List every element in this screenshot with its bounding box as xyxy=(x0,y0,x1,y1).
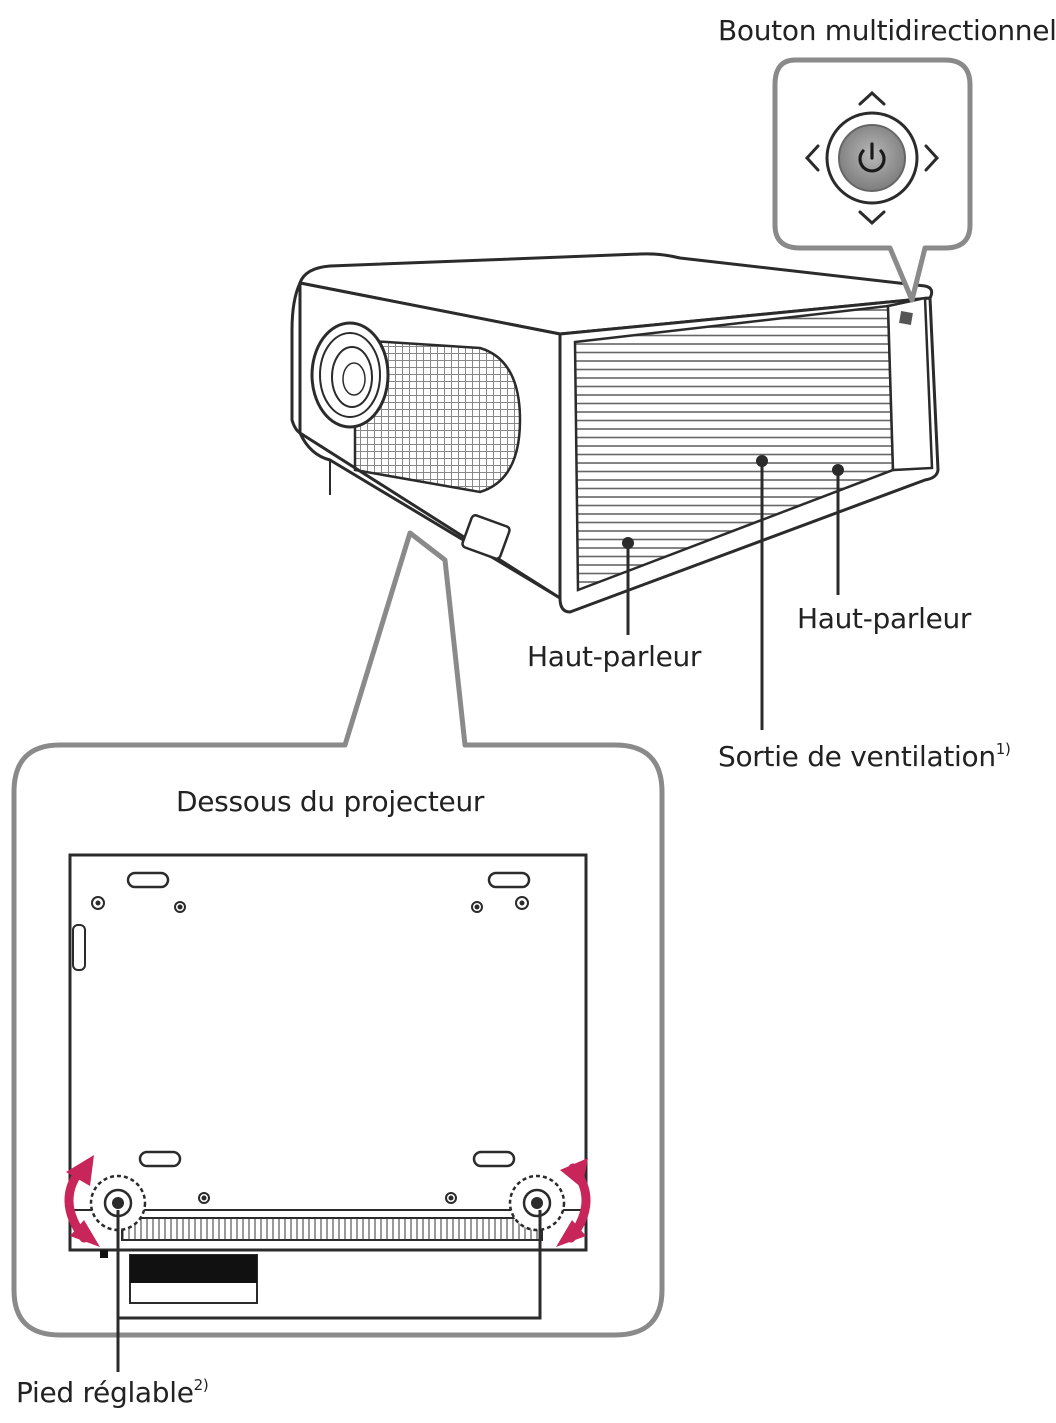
label-adjustable-foot-text: Pied réglable xyxy=(16,1376,194,1409)
adjustable-foot-right xyxy=(508,1174,566,1232)
leader-lines xyxy=(626,461,840,730)
chevron-right-icon xyxy=(924,144,940,172)
button-callout xyxy=(772,57,973,303)
label-multidirectional-button: Bouton multidirectionnel xyxy=(718,14,1056,47)
adjustable-foot-left xyxy=(89,1174,147,1232)
label-projector-bottom: Dessous du projecteur xyxy=(176,785,485,818)
label-adjustable-foot: Pied réglable2) xyxy=(16,1375,209,1409)
label-ventilation-note: 1) xyxy=(995,739,1011,758)
power-icon xyxy=(858,142,886,173)
label-ventilation-outlet: Sortie de ventilation1) xyxy=(718,740,1011,773)
chevron-up-icon xyxy=(858,90,886,106)
projector-lens xyxy=(310,321,390,429)
chevron-left-icon xyxy=(804,144,820,172)
foot-leader-lines xyxy=(116,1210,542,1372)
projector-bottom-plate xyxy=(68,853,588,1304)
label-speaker-left: Haut-parleur xyxy=(527,640,702,673)
label-speaker-right: Haut-parleur xyxy=(797,602,972,635)
leader-dots xyxy=(622,455,844,549)
front-port xyxy=(461,514,511,560)
rotate-arrow-heads xyxy=(66,1155,588,1247)
front-vent-grille xyxy=(353,338,522,494)
label-adjustable-foot-note: 2) xyxy=(193,1375,209,1394)
joystick-location xyxy=(899,311,913,325)
label-ventilation-text: Sortie de ventilation xyxy=(718,740,996,773)
chevron-down-icon xyxy=(858,210,886,226)
